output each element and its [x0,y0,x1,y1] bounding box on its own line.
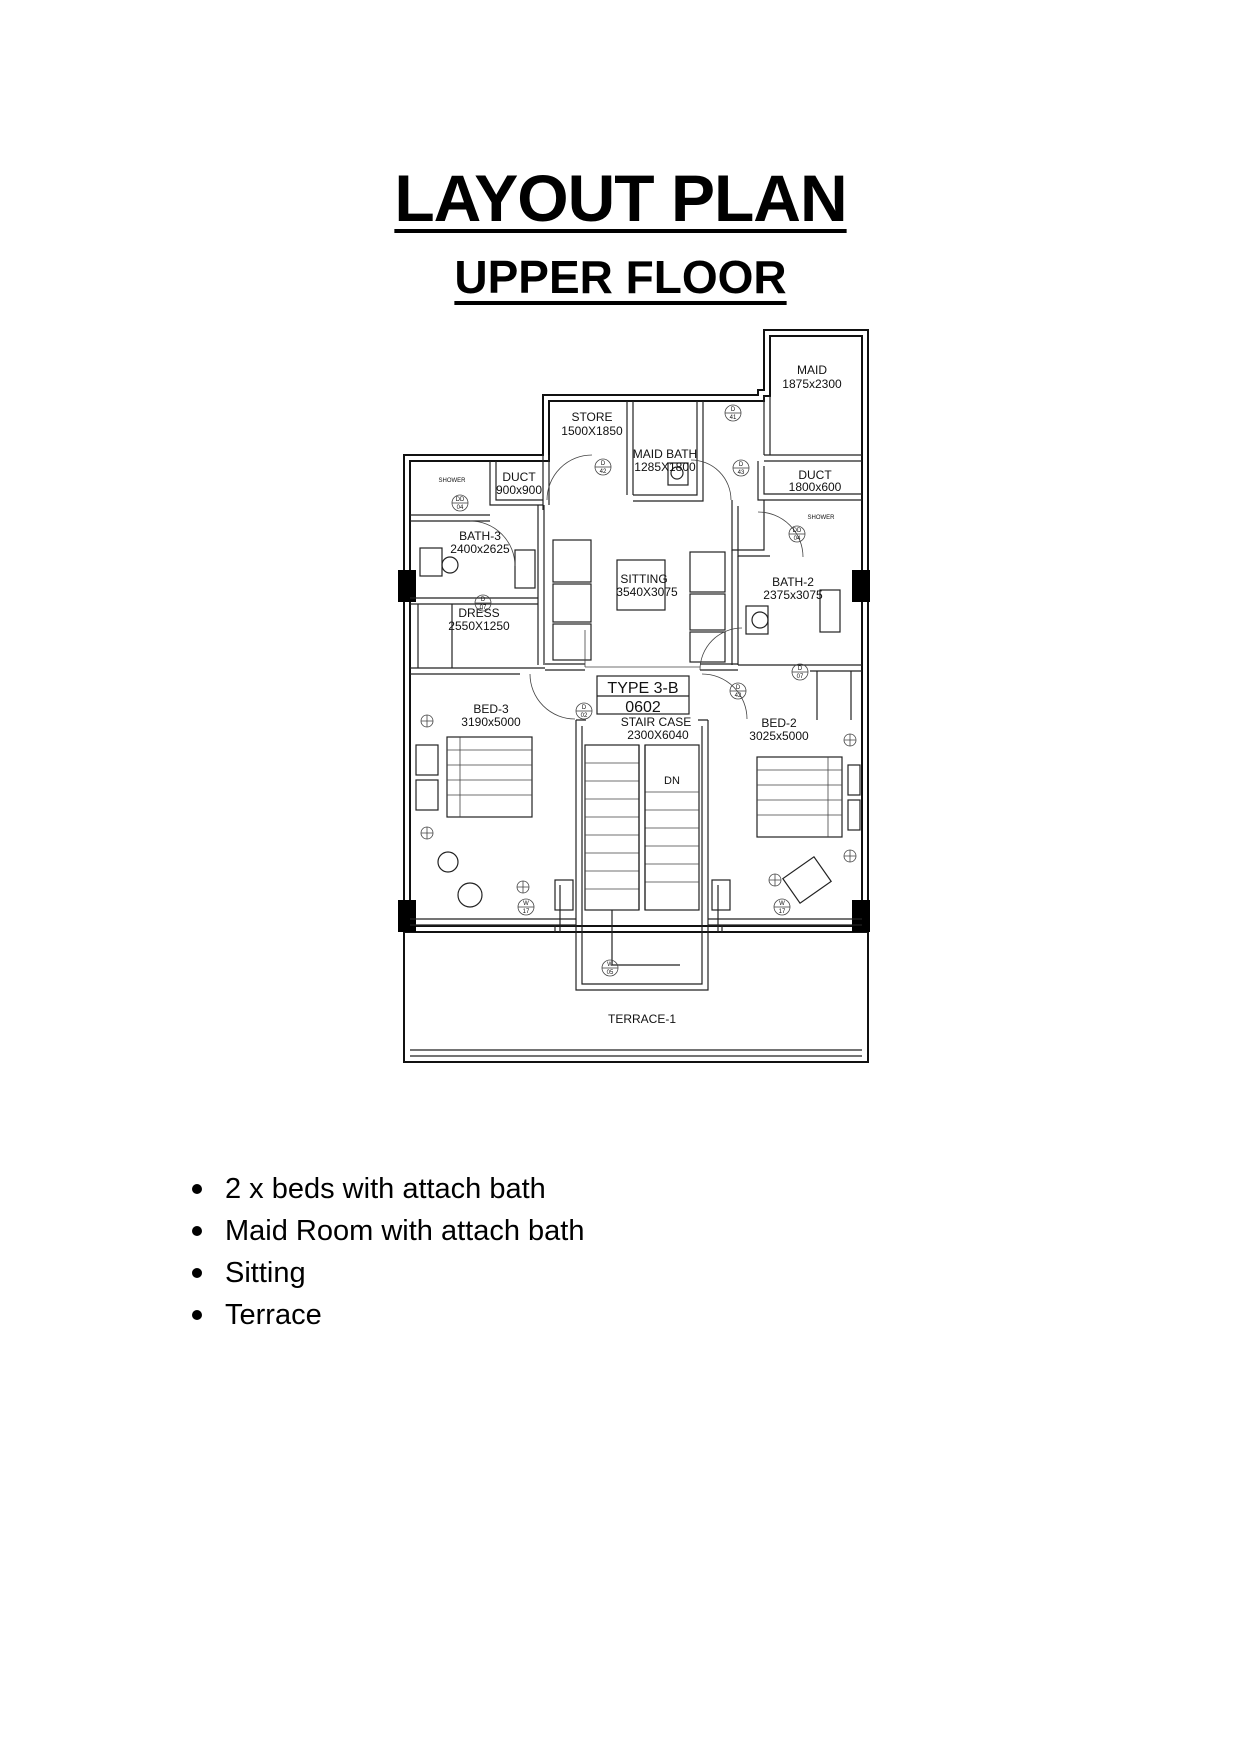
room-maid-name: MAID [797,363,827,377]
door-tag: D 07 [474,594,492,612]
svg-text:04: 04 [457,505,464,511]
room-bath3-size: 2400x2625 [450,542,510,556]
room-sitting-size: 3540X3075 [616,585,678,599]
room-labels: MAID 1875x2300 STORE 1500X1850 MAID BATH… [439,363,843,1026]
svg-text:07: 07 [797,674,804,680]
feature-item: 2 x beds with attach bath [0,1168,584,1210]
svg-text:17: 17 [523,909,530,915]
stair-direction: DN [664,775,680,787]
room-bath2-name: BATH-2 [772,575,814,589]
page-subtitle: UPPER FLOOR [454,251,787,303]
unit-type: TYPE 3-B [607,680,678,697]
electrical-symbols [420,714,857,894]
room-store-name: STORE [571,410,612,424]
svg-text:D: D [731,407,736,413]
svg-text:D: D [582,705,587,711]
feature-item: Sitting [0,1252,584,1294]
svg-text:D: D [481,597,486,603]
shower-label-left: SHOWER [439,478,467,484]
room-duct-left-size: 900x900 [496,483,542,497]
unit-label: TYPE 3-B 0602 [596,675,690,716]
room-bath3-name: BATH-3 [459,529,501,543]
structural-columns [398,570,870,932]
feature-item: Terrace [0,1294,584,1336]
svg-text:DD: DD [456,497,465,503]
svg-text:02: 02 [581,713,588,719]
door-tag: D 41 [724,404,742,422]
svg-text:D: D [739,462,744,468]
door-tag: D 07 [791,663,809,681]
room-stair-name: STAIR CASE [621,715,691,729]
svg-text:17: 17 [779,909,786,915]
svg-text:04: 04 [794,536,801,542]
feature-item: Maid Room with attach bath [0,1210,584,1252]
room-maid-bath-size: 1285X1800 [634,460,696,474]
door-tag: D 42 [729,682,747,700]
room-bath2-size: 2375x3075 [763,588,823,602]
svg-text:07: 07 [480,605,487,611]
staircase-treads [584,744,700,966]
room-bed2-size: 3025x5000 [749,729,809,743]
room-stair-size: 2300X6040 [627,728,689,742]
door-swings [469,454,804,720]
room-terrace-name: TERRACE-1 [608,1012,676,1026]
door-tag: D 43 [732,459,750,477]
svg-text:W: W [523,901,529,907]
interior-walls [410,396,862,991]
door-tag: D 42 [594,458,612,476]
room-store-size: 1500X1850 [561,424,623,438]
window-tag: W 17 [517,898,535,916]
room-duct-left-name: DUCT [502,470,536,484]
svg-text:W: W [607,962,613,968]
room-maid-bath-name: MAID BATH [633,447,697,461]
room-dress-size: 2550X1250 [448,619,510,633]
opening-tags: D 41 D 42 D 43 DD 04 DD 04 D 07 D 07 D 02 D 42 W 1… [451,404,809,977]
bathroom-fixtures [419,462,841,635]
room-duct-right-size: 1800x600 [789,480,842,494]
room-dress-name: DRESS [458,606,499,620]
sitting-furniture [552,539,726,663]
room-bed3-name: BED-3 [473,702,509,716]
feature-list: 2 x beds with attach bath Maid Room with… [0,1168,584,1336]
svg-text:43: 43 [738,470,745,476]
svg-text:D: D [798,666,803,672]
room-maid-size: 1875x2300 [782,377,842,391]
svg-text:D: D [736,685,741,691]
window-tag: W 17 [773,898,791,916]
room-bed3-size: 3190x5000 [461,715,521,729]
bedroom-furniture [415,736,861,911]
room-duct-right-name: DUCT [798,468,832,482]
svg-text:42: 42 [735,693,742,699]
outer-walls [403,329,869,1063]
room-sitting-name: SITTING [620,572,667,586]
unit-number: 0602 [625,699,661,716]
door-tag: DD 04 [451,494,469,512]
svg-text:W: W [779,901,785,907]
svg-text:41: 41 [730,415,737,421]
window-tag: W 05 [601,959,619,977]
svg-text:42: 42 [600,469,607,475]
door-tag: DD 04 [788,525,806,543]
svg-text:DD: DD [793,528,802,534]
page-title: LAYOUT PLAN [394,161,847,235]
door-tag: D 02 [575,702,593,720]
svg-text:D: D [601,461,606,467]
shower-label-right: SHOWER [808,515,836,521]
svg-text:05: 05 [607,970,614,976]
room-bed2-name: BED-2 [761,716,797,730]
